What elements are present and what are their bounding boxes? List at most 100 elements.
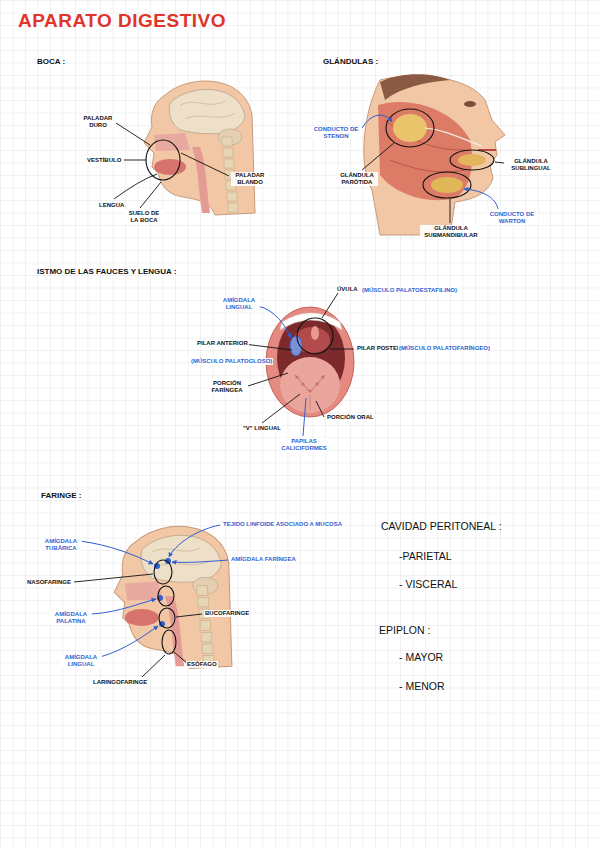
open-mouth-figure	[295, 375, 325, 392]
blue-arrow	[258, 306, 291, 338]
part-label-blue: TEJIDO LINFOIDE ASOCIADO A MUCOSA	[222, 521, 343, 528]
leader-line	[176, 614, 202, 617]
part-label-blue: AMÍGDALA PALATINA	[50, 611, 92, 625]
part-label: ÚVULA	[336, 286, 359, 293]
mouth-sagittal-figure	[144, 81, 255, 215]
pharynx-figure	[114, 526, 232, 668]
open-mouth-figure	[297, 318, 333, 354]
pharynx-figure	[162, 630, 176, 654]
open-mouth-figure	[301, 382, 304, 385]
salivary-glands-figure	[378, 102, 472, 200]
mouth-sagittal-figure	[146, 140, 180, 180]
part-label: ESÓFAGO	[186, 661, 218, 668]
salivary-glands-figure	[431, 177, 463, 193]
leader-line	[248, 373, 288, 386]
leader-line	[116, 123, 150, 145]
blue-arrow	[362, 115, 498, 209]
leader-line	[142, 655, 165, 677]
note-text: - VISCERAL	[398, 578, 458, 590]
part-label: LENGUA	[98, 202, 125, 209]
part-label-blue: CONDUCTO DE STENON	[310, 126, 362, 140]
part-label-blue: PAPILAS CALICIFORMES	[280, 438, 328, 452]
section-heading: GLÁNDULAS :	[322, 57, 379, 66]
open-mouth-figure	[321, 375, 324, 378]
part-label: PALADAR BLANDO	[231, 172, 269, 186]
part-label: GLÁNDULA PARÓTIDA	[336, 172, 378, 186]
leader-line	[74, 574, 153, 582]
leader-line	[181, 153, 229, 176]
open-mouth-figure	[310, 395, 311, 410]
open-mouth-figure	[266, 307, 354, 417]
pharynx-figure	[114, 526, 232, 668]
part-label: PILAR ANTERIOR	[196, 340, 249, 347]
salivary-glands-figure	[380, 74, 450, 100]
part-label: VESTÍBULO	[86, 157, 122, 164]
blue-arrow	[80, 525, 228, 657]
open-mouth-figure	[311, 326, 319, 340]
blue-arrow	[100, 626, 158, 657]
blue-arrow	[464, 189, 498, 209]
pharynx-figure	[158, 586, 174, 606]
blue-arrow	[80, 541, 153, 564]
open-mouth-figure	[266, 307, 354, 417]
leader-line	[140, 182, 161, 208]
part-label: GLÁNDULA SUBLINGUAL	[506, 158, 556, 172]
leader-line	[262, 394, 300, 423]
note-text: CAVIDAD PERITONEAL :	[380, 520, 503, 532]
pharynx-figure	[154, 560, 172, 584]
part-label: NASOFARINGE	[26, 579, 72, 586]
part-label-blue: AMÍGDALA LINGUAL	[60, 654, 102, 668]
open-mouth-figure	[280, 357, 340, 413]
section-heading: ISTMO DE LAS FAUCES Y LENGUA :	[36, 267, 177, 276]
leader-line	[322, 293, 338, 318]
salivary-glands-figure	[423, 172, 471, 198]
part-label: SUELO DE LA BOCA	[124, 210, 164, 224]
leader-line	[362, 143, 394, 170]
section-heading: BOCA :	[36, 57, 66, 66]
part-label-blue: (MÚSCULO PALATOFARÍNGEO)	[398, 345, 491, 352]
leader-line	[124, 160, 146, 161]
part-label: PALADAR DURO	[80, 115, 116, 129]
leader-line	[450, 199, 451, 223]
salivary-glands-figure	[458, 154, 486, 166]
open-mouth-figure	[308, 389, 311, 392]
part-label-blue: CONDUCTO DE WARTON	[486, 211, 538, 225]
leader-line	[330, 349, 354, 350]
leader-line	[362, 143, 504, 223]
section-heading: FARINGE :	[40, 491, 82, 500]
page-title: APARATO DIGESTIVO	[18, 10, 226, 32]
salivary-glands-figure	[450, 150, 494, 170]
open-mouth-figure	[295, 375, 298, 378]
blue-arrow	[92, 599, 156, 614]
note-text: EPIPLON :	[378, 624, 431, 636]
part-label-blue: AMÍGDALA FARÍNGEA	[230, 556, 297, 563]
part-label-blue: AMÍGDALA LINGUAL	[218, 297, 260, 311]
salivary-glands-figure	[393, 114, 427, 142]
blue-arrow	[169, 525, 220, 557]
leader-line	[495, 162, 504, 163]
blue-arrow	[258, 306, 306, 436]
part-label-blue: AMÍGDALA TUBÁRICA	[40, 538, 82, 552]
salivary-glands-figure	[364, 74, 505, 235]
open-mouth-figure	[315, 382, 318, 385]
leader-line	[114, 123, 229, 208]
part-label-blue: (MÚSCULO PALATOESTAFILINO)	[361, 287, 458, 294]
salivary-glands-figure	[386, 109, 434, 147]
part-label: "V" LINGUAL	[242, 425, 282, 432]
mouth-sagittal-figure	[144, 81, 255, 215]
leader-line	[316, 401, 324, 417]
blue-arrow	[172, 560, 228, 562]
part-label: GLÁNDULA SUBMANDIBULAR	[420, 225, 482, 239]
salivary-glands-figure	[464, 101, 476, 107]
part-label: LARINGOFARINGE	[92, 679, 148, 686]
note-text: - MAYOR	[398, 651, 444, 663]
note-text: - MENOR	[398, 680, 446, 692]
part-label: PORCIÓN FARÍNGEA	[206, 380, 248, 394]
leader-line	[244, 344, 292, 350]
blue-arrow	[303, 398, 306, 436]
pharynx-figure	[159, 608, 175, 628]
part-label: BUCOFARINGE	[204, 610, 250, 617]
